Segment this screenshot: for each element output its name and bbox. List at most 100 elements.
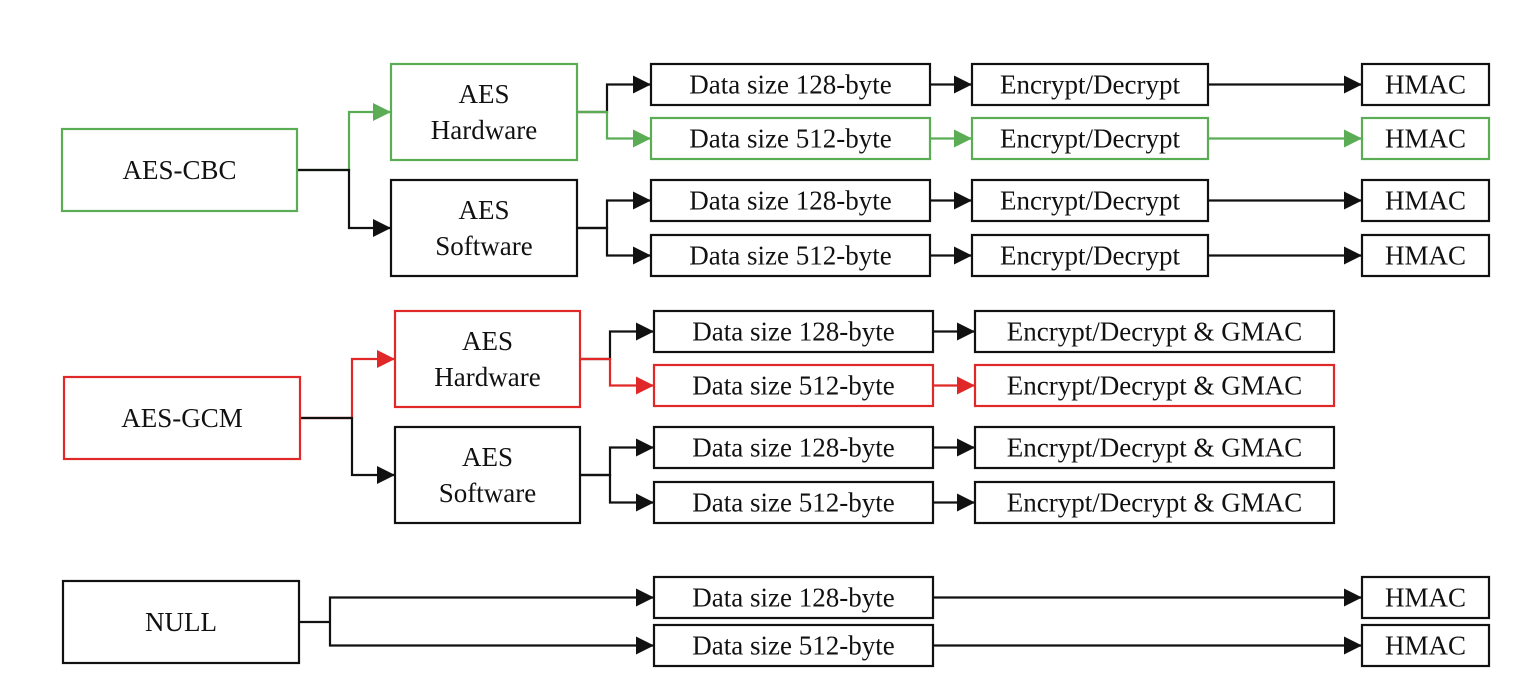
mode-box-aes-gcm: AES-GCM	[62, 375, 302, 461]
data-box-gcm-software-data_512-frame	[652, 480, 935, 525]
op-box-gcm-hardware-data_512: Encrypt/Decrypt & GMAC	[973, 363, 1336, 408]
mac-box-cbc-software-data_128-label: HMAC	[1385, 186, 1466, 216]
op-box-gcm-software-data_512-frame	[973, 480, 1336, 525]
mode-box-aes-gcm-frame	[62, 375, 302, 461]
edge-gcm-to-software	[300, 416, 395, 484]
op-box-cbc-hardware-data_128: Encrypt/Decrypt	[970, 62, 1210, 107]
data-box-null-data_512-frame	[652, 623, 935, 668]
mac-box-null-data_512-frame	[1360, 623, 1491, 668]
data-box-null-data_128-label: Data size 128-byte	[692, 583, 894, 613]
data-box-cbc-software-data_128-frame	[649, 178, 932, 223]
impl-box-gcm-software-label: AES	[462, 442, 513, 472]
op-box-cbc-hardware-data_512: Encrypt/Decrypt	[970, 116, 1210, 161]
edge-cbc-software-to-data_512	[577, 226, 651, 265]
impl-box-cbc-software-label: Software	[435, 231, 532, 261]
data-box-null-data_512-label: Data size 512-byte	[692, 631, 894, 661]
op-box-cbc-hardware-data_128-label: Encrypt/Decrypt	[1000, 70, 1180, 100]
data-box-cbc-software-data_512-frame	[649, 233, 932, 278]
data-box-gcm-software-data_128-frame	[652, 425, 935, 470]
mode-box-aes-cbc: AES-CBC	[60, 127, 299, 213]
mac-box-cbc-software-data_512-frame	[1360, 233, 1491, 278]
op-box-gcm-software-data_128-frame	[973, 425, 1336, 470]
op-box-cbc-software-data_512-label: Encrypt/Decrypt	[1000, 241, 1180, 271]
mac-box-cbc-hardware-data_512-frame	[1360, 116, 1491, 161]
edge-null-to-data_512	[328, 622, 654, 655]
edge-cbc-software-to-data_128	[577, 191, 651, 230]
mac-box-null-data_128-frame	[1360, 575, 1491, 620]
op-box-gcm-hardware-data_128-label: Encrypt/Decrypt & GMAC	[1007, 317, 1302, 347]
op-box-gcm-software-data_128: Encrypt/Decrypt & GMAC	[973, 425, 1336, 470]
mac-box-cbc-software-data_512: HMAC	[1360, 233, 1491, 278]
data-box-gcm-software-data_512: Data size 512-byte	[652, 480, 935, 525]
impl-box-gcm-hardware-label: Hardware	[434, 362, 540, 392]
edge-gcm-software-to-data_512	[580, 473, 654, 512]
impl-box-cbc-hardware-frame	[389, 62, 579, 162]
data-box-cbc-hardware-data_128: Data size 128-byte	[649, 62, 932, 107]
data-box-gcm-hardware-data_128-frame	[652, 309, 935, 354]
data-box-cbc-software-data_128: Data size 128-byte	[649, 178, 932, 223]
edge-gcm-hardware-to-data_128	[580, 322, 654, 361]
op-box-gcm-software-data_128-label: Encrypt/Decrypt & GMAC	[1007, 433, 1302, 463]
op-box-gcm-hardware-data_512-frame	[973, 363, 1336, 408]
edge-cbc-to-hardware	[297, 103, 391, 172]
data-box-gcm-hardware-data_128: Data size 128-byte	[652, 309, 935, 354]
edge-gcm-hardware-to-data_512	[580, 357, 654, 395]
impl-box-gcm-software: AES Software	[393, 425, 582, 525]
data-box-gcm-hardware-data_512: Data size 512-byte	[652, 363, 935, 408]
op-box-cbc-hardware-data_512-frame	[970, 116, 1210, 161]
op-box-gcm-hardware-data_128-frame	[973, 309, 1336, 354]
mac-box-cbc-software-data_128-frame	[1360, 178, 1491, 223]
impl-box-cbc-hardware-label: AES	[458, 79, 509, 109]
op-box-cbc-software-data_512: Encrypt/Decrypt	[970, 233, 1210, 278]
mode-box-aes-gcm-label: AES-GCM	[121, 403, 243, 433]
impl-box-gcm-software-label: Software	[439, 478, 536, 508]
op-box-cbc-hardware-data_512-label: Encrypt/Decrypt	[1000, 124, 1180, 154]
op-box-gcm-hardware-data_512-label: Encrypt/Decrypt & GMAC	[1007, 371, 1302, 401]
op-box-gcm-hardware-data_128: Encrypt/Decrypt & GMAC	[973, 309, 1336, 354]
data-box-cbc-software-data_512-label: Data size 512-byte	[689, 241, 891, 271]
mac-box-null-data_128-label: HMAC	[1385, 583, 1466, 613]
edge-cbc-hardware-to-data_128	[577, 75, 651, 114]
edge-cbc-to-software	[297, 168, 391, 237]
op-box-cbc-software-data_128: Encrypt/Decrypt	[970, 178, 1210, 223]
op-box-cbc-software-data_128-label: Encrypt/Decrypt	[1000, 186, 1180, 216]
mac-box-cbc-software-data_512-label: HMAC	[1385, 241, 1466, 271]
data-box-gcm-hardware-data_512-label: Data size 512-byte	[692, 371, 894, 401]
mac-box-null-data_512: HMAC	[1360, 623, 1491, 668]
data-box-cbc-software-data_512: Data size 512-byte	[649, 233, 932, 278]
data-box-null-data_128: Data size 128-byte	[652, 575, 935, 620]
mac-box-cbc-hardware-data_128-frame	[1360, 62, 1491, 107]
impl-box-gcm-hardware-label: AES	[462, 326, 513, 356]
mode-box-null-label: NULL	[145, 607, 217, 637]
edge-gcm-to-hardware	[300, 350, 395, 420]
data-box-gcm-software-data_128-label: Data size 128-byte	[692, 433, 894, 463]
data-box-cbc-hardware-data_512: Data size 512-byte	[649, 116, 932, 161]
impl-box-gcm-hardware-frame	[393, 309, 582, 409]
impl-box-cbc-software-frame	[389, 178, 579, 278]
mac-box-cbc-hardware-data_128: HMAC	[1360, 62, 1491, 107]
data-box-gcm-software-data_128: Data size 128-byte	[652, 425, 935, 470]
op-box-gcm-software-data_512: Encrypt/Decrypt & GMAC	[973, 480, 1336, 525]
data-box-gcm-software-data_512-label: Data size 512-byte	[692, 488, 894, 518]
impl-box-cbc-software-label: AES	[458, 195, 509, 225]
data-box-cbc-hardware-data_128-frame	[649, 62, 932, 107]
data-box-cbc-hardware-data_512-frame	[649, 116, 932, 161]
data-box-cbc-software-data_128-label: Data size 128-byte	[689, 186, 891, 216]
mode-box-aes-cbc-label: AES-CBC	[122, 155, 236, 185]
data-box-gcm-hardware-data_512-frame	[652, 363, 935, 408]
mac-box-null-data_512-label: HMAC	[1385, 631, 1466, 661]
edge-null-to-data_128	[328, 588, 654, 622]
mode-box-aes-cbc-frame	[60, 127, 299, 213]
data-box-null-data_512: Data size 512-byte	[652, 623, 935, 668]
mac-box-cbc-software-data_128: HMAC	[1360, 178, 1491, 223]
mac-box-cbc-hardware-data_512-label: HMAC	[1385, 124, 1466, 154]
mac-box-cbc-hardware-data_128-label: HMAC	[1385, 70, 1466, 100]
edge-gcm-software-to-data_128	[580, 438, 654, 477]
op-box-cbc-software-data_512-frame	[970, 233, 1210, 278]
impl-box-cbc-software: AES Software	[389, 178, 579, 278]
edge-cbc-hardware-to-data_512	[577, 110, 651, 148]
impl-box-gcm-hardware: AES Hardware	[393, 309, 582, 409]
